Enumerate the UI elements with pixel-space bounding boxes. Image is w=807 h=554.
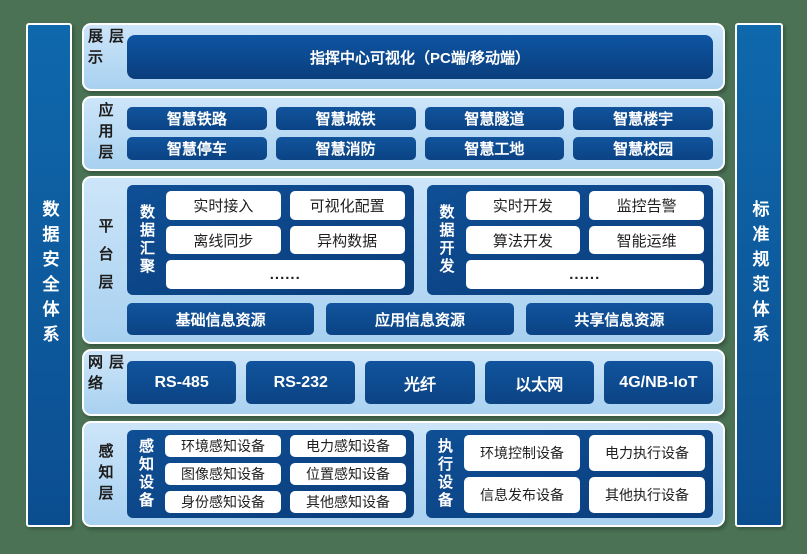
app-item-smart-metro: 智慧城铁 [275, 107, 416, 130]
platform-item-intelligent-ops: 智能运维 [589, 225, 704, 255]
layer-panel-platform: 平台层 数据汇聚 实时接入 可视化配置 [82, 176, 725, 344]
data-development-more: ...... [465, 260, 704, 290]
app-item-smart-railway: 智慧铁路 [127, 107, 267, 130]
resource-basic-info: 基础信息资源 [127, 303, 315, 335]
group-label-data-development: 数据开发 [437, 204, 455, 276]
device-other-execution: 其他执行设备 [589, 477, 705, 513]
app-item-smart-campus: 智慧校园 [573, 137, 713, 160]
layer-panel-perception: 感知层 感知设备 环境感知设备 电力感知设备 [82, 421, 725, 527]
layer-label-perception: 感知层 [96, 442, 114, 506]
command-center-box: 指挥中心可视化（PC端/移动端） [127, 35, 713, 79]
group-label-data-aggregation: 数据汇聚 [138, 204, 155, 276]
group-box-data-aggregation: 数据汇聚 实时接入 可视化配置 离线同步 异构数据 [127, 185, 414, 295]
data-security-sidebar-label: 数据安全体系 [39, 200, 59, 350]
architecture-diagram: 数据安全体系 展示层 指挥中心可视化（PC端/移动端） 应用层 智慧铁路 智慧城… [26, 23, 783, 527]
standard-spec-sidebar: 标准规范体系 [735, 23, 783, 527]
layer-label-platform: 平台层 [96, 218, 114, 302]
network-item-fiber: 光纤 [365, 361, 475, 404]
platform-groups-row: 数据汇聚 实时接入 可视化配置 离线同步 异构数据 [127, 185, 713, 295]
display-layer-content: 指挥中心可视化（PC端/移动端） [127, 28, 713, 86]
layer-label-display: 展示层 [86, 28, 124, 70]
app-item-smart-worksite: 智慧工地 [424, 137, 565, 160]
group-box-data-development: 数据开发 实时开发 监控告警 算法开发 智能运维 [426, 185, 713, 295]
network-layer-content: RS-485 RS-232 光纤 以太网 4G/NB-IoT [127, 354, 714, 411]
data-development-items: 实时开发 监控告警 算法开发 智能运维 ...... [465, 191, 704, 290]
layer-label-network: 网络层 [86, 354, 124, 396]
app-item-smart-building: 智慧楼宇 [573, 107, 713, 130]
standard-spec-sidebar-label: 标准规范体系 [749, 200, 769, 350]
platform-item-visual-config: 可视化配置 [289, 191, 405, 220]
device-info-publishing: 信息发布设备 [464, 477, 580, 513]
layer-label-application: 应用层 [96, 102, 114, 165]
group-label-execution-devices: 执行设备 [436, 438, 453, 510]
data-aggregation-items: 实时接入 可视化配置 离线同步 异构数据 ...... [166, 191, 405, 290]
layer-panel-display: 展示层 指挥中心可视化（PC端/移动端） [82, 23, 725, 91]
group-label-sensing-devices: 感知设备 [137, 438, 154, 510]
platform-item-realtime-access: 实时接入 [166, 191, 281, 220]
platform-layer-content: 数据汇聚 实时接入 可视化配置 离线同步 异构数据 [127, 181, 713, 339]
device-location-sensing: 位置感知设备 [290, 463, 406, 485]
device-image-sensing: 图像感知设备 [165, 463, 281, 485]
app-item-smart-tunnel: 智慧隧道 [424, 107, 565, 130]
platform-item-heterogeneous-data: 异构数据 [289, 225, 405, 255]
perception-layer-content: 感知设备 环境感知设备 电力感知设备 图像感知设备 位置感知设备 [127, 426, 713, 522]
data-security-sidebar: 数据安全体系 [26, 23, 72, 527]
platform-resources-row: 基础信息资源 应用信息资源 共享信息资源 [127, 303, 713, 335]
execution-devices-items: 环境控制设备 电力执行设备 信息发布设备 其他执行设备 [464, 435, 705, 513]
device-other-sensing: 其他感知设备 [290, 491, 406, 513]
network-item-ethernet: 以太网 [484, 361, 594, 404]
device-env-control: 环境控制设备 [464, 435, 580, 471]
device-power-sensing: 电力感知设备 [290, 435, 406, 457]
group-box-sensing-devices: 感知设备 环境感知设备 电力感知设备 图像感知设备 位置感知设备 [127, 430, 414, 518]
network-item-4g-nbiot: 4G/NB-IoT [603, 361, 714, 404]
data-aggregation-more: ...... [166, 260, 405, 290]
app-item-smart-firefighting: 智慧消防 [275, 137, 416, 160]
resource-shared-info: 共享信息资源 [525, 303, 713, 335]
group-box-execution-devices: 执行设备 环境控制设备 电力执行设备 信息发布设备 其他执行设备 [426, 430, 713, 518]
device-power-execution: 电力执行设备 [589, 435, 705, 471]
layer-stack: 展示层 指挥中心可视化（PC端/移动端） 应用层 智慧铁路 智慧城铁 智慧隧道 … [82, 23, 725, 527]
layer-panel-network: 网络层 RS-485 RS-232 光纤 以太网 4G/NB-IoT [82, 349, 725, 416]
platform-item-realtime-dev: 实时开发 [465, 191, 581, 220]
application-layer-content: 智慧铁路 智慧城铁 智慧隧道 智慧楼宇 智慧停车 智慧消防 智慧工地 智慧校园 [127, 101, 713, 166]
network-item-rs485: RS-485 [127, 361, 237, 404]
app-item-smart-parking: 智慧停车 [127, 137, 267, 160]
layer-panel-application: 应用层 智慧铁路 智慧城铁 智慧隧道 智慧楼宇 智慧停车 智慧消防 智慧工地 智… [82, 96, 725, 171]
platform-item-algorithm-dev: 算法开发 [465, 225, 581, 255]
resource-application-info: 应用信息资源 [326, 303, 514, 335]
platform-item-monitor-alert: 监控告警 [589, 191, 704, 220]
platform-item-offline-sync: 离线同步 [166, 225, 281, 255]
device-identity-sensing: 身份感知设备 [165, 491, 281, 513]
network-item-rs232: RS-232 [246, 361, 356, 404]
sensing-devices-items: 环境感知设备 电力感知设备 图像感知设备 位置感知设备 身份感知设备 其他感知设… [165, 435, 406, 513]
device-env-sensing: 环境感知设备 [165, 435, 281, 457]
